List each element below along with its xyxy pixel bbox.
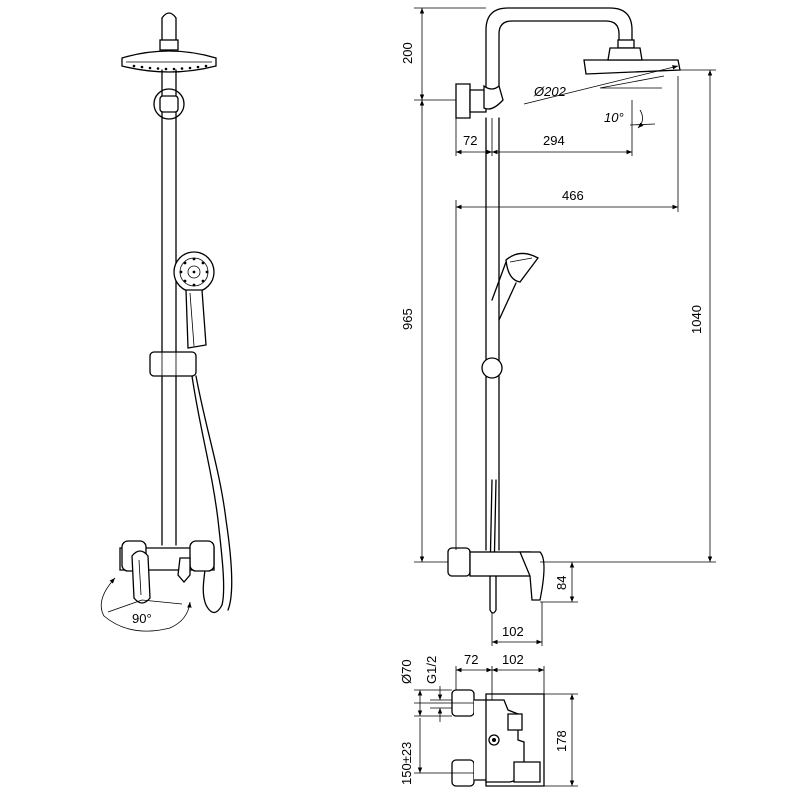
overhead-shower-head-front: [121, 39, 217, 73]
dim-bottom-depth-label: 102: [502, 652, 524, 667]
slide-holder-front: [149, 351, 197, 377]
dim-bottom-offset-label: 72: [464, 652, 478, 667]
overhead-shower-head-side: [583, 39, 681, 75]
side-view: 200 965 72 294 Ø202 10°: [400, 7, 716, 646]
dim-bracket-offset-label: 72: [463, 133, 477, 148]
mixer-side: [447, 547, 545, 614]
dim-total-projection-label: 466: [562, 188, 584, 203]
mixer-front: [119, 540, 215, 604]
dim-mixer-length: 178: [544, 693, 578, 787]
hose-front: [191, 375, 233, 614]
riser-pipe-side: [485, 7, 633, 89]
wall-connector-lower: [448, 759, 478, 787]
dim-mixer-depth-label: 102: [502, 624, 524, 639]
dim-inlet-diameter: Ø70: [399, 659, 452, 717]
dim-head-height-label: 200: [400, 42, 415, 64]
dim-thread: G1/2: [424, 656, 452, 722]
dim-bottom-widths: 72 102: [455, 652, 545, 700]
dim-total-projection: 466: [455, 76, 679, 550]
dim-head-projection-label: 294: [543, 133, 565, 148]
dim-total-height-label: 1040: [689, 305, 704, 334]
wall-bracket-front: [153, 88, 185, 120]
hand-shower-front: [173, 251, 215, 349]
dim-head-angle-label: 10°: [604, 110, 624, 125]
front-view: 90°: [100, 12, 233, 632]
dim-inlet-diameter-label: Ø70: [399, 659, 414, 684]
dim-thread-label: G1/2: [424, 656, 439, 684]
hand-shower-side: [481, 252, 539, 379]
mixer-top: [474, 693, 545, 787]
dim-centres: 150±23: [399, 702, 448, 785]
wall-connector-upper: [448, 689, 478, 717]
riser-top: [161, 12, 177, 43]
dim-head-projection: 72 294: [455, 100, 633, 156]
dim-column-height-label: 965: [400, 308, 415, 330]
dim-column-height: 965: [400, 100, 448, 563]
dim-total-height: 1040: [540, 69, 716, 563]
riser-pipe-front: [161, 69, 177, 546]
dim-centres-label: 150±23: [399, 742, 414, 785]
lever-rotation-indicator: 90°: [100, 577, 192, 632]
wall-bracket-side: [455, 83, 504, 119]
top-view: 72 102 Ø70 G1/2 150±23 178: [399, 652, 578, 787]
dim-mixer-length-label: 178: [554, 730, 569, 752]
dim-mixer-depth: 102: [491, 602, 543, 646]
lever-rotation-label: 90°: [132, 611, 152, 626]
dim-mixer-drop-label: 84: [554, 576, 569, 590]
dim-head-height: 200: [400, 7, 486, 101]
dim-head-diameter-label: Ø202: [533, 84, 567, 99]
dim-head-diameter: Ø202: [523, 65, 679, 105]
dim-head-angle: 10°: [599, 75, 665, 129]
dim-mixer-drop: 84: [540, 562, 578, 603]
